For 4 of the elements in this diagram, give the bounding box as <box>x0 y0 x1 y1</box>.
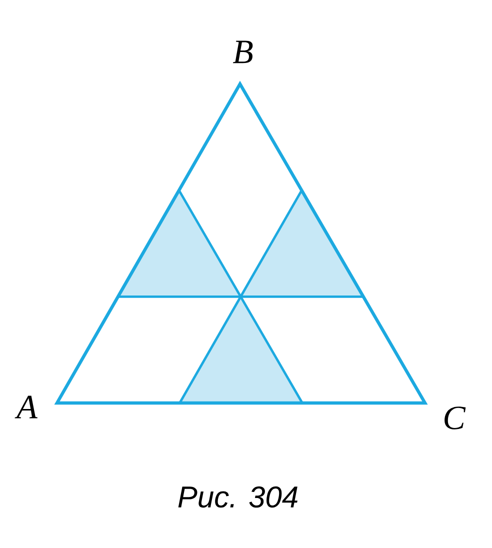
vertex-label: B <box>232 40 253 64</box>
caption: Рис. 304 <box>178 486 298 508</box>
vertex-label: C <box>444 406 466 430</box>
vertex-label: A <box>14 396 38 418</box>
